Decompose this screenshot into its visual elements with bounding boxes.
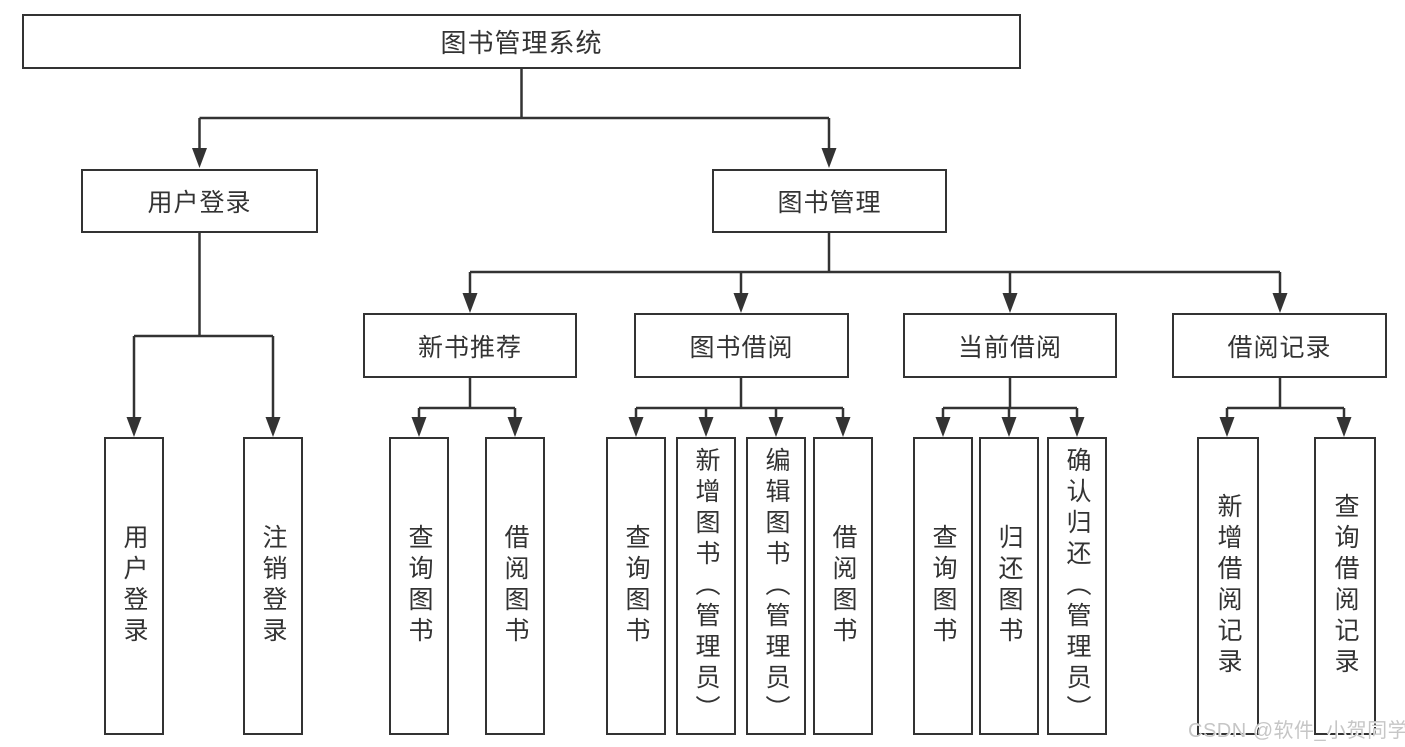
leaf-current-confirm-return-admin: 确认归还（管理员）: [1047, 437, 1107, 735]
leaf-borrow-borrow-books: 借阅图书: [813, 437, 873, 735]
node-new-book-recommend: 新书推荐: [363, 313, 577, 378]
leaf-records-add-record: 新增借阅记录: [1197, 437, 1259, 735]
leaf-recommend-query-books: 查询图书: [389, 437, 449, 735]
leaf-logout-login: 注销登录: [243, 437, 303, 735]
leaf-user-login: 用户登录: [104, 437, 164, 735]
node-book-borrow: 图书借阅: [634, 313, 849, 378]
node-root: 图书管理系统: [22, 14, 1021, 69]
leaf-current-return-books: 归还图书: [979, 437, 1039, 735]
leaf-borrow-edit-books-admin: 编辑图书（管理员）: [746, 437, 806, 735]
leaf-borrow-query-books: 查询图书: [606, 437, 666, 735]
leaf-records-query-record: 查询借阅记录: [1314, 437, 1376, 735]
node-borrow-records: 借阅记录: [1172, 313, 1387, 378]
node-book-management: 图书管理: [712, 169, 947, 233]
node-current-borrow: 当前借阅: [903, 313, 1117, 378]
node-user-login: 用户登录: [81, 169, 318, 233]
leaf-borrow-add-books-admin: 新增图书（管理员）: [676, 437, 736, 735]
leaf-current-query-books: 查询图书: [913, 437, 973, 735]
watermark: CSDN @软件_小贺同学: [1188, 720, 1405, 742]
leaf-recommend-borrow-books: 借阅图书: [485, 437, 545, 735]
